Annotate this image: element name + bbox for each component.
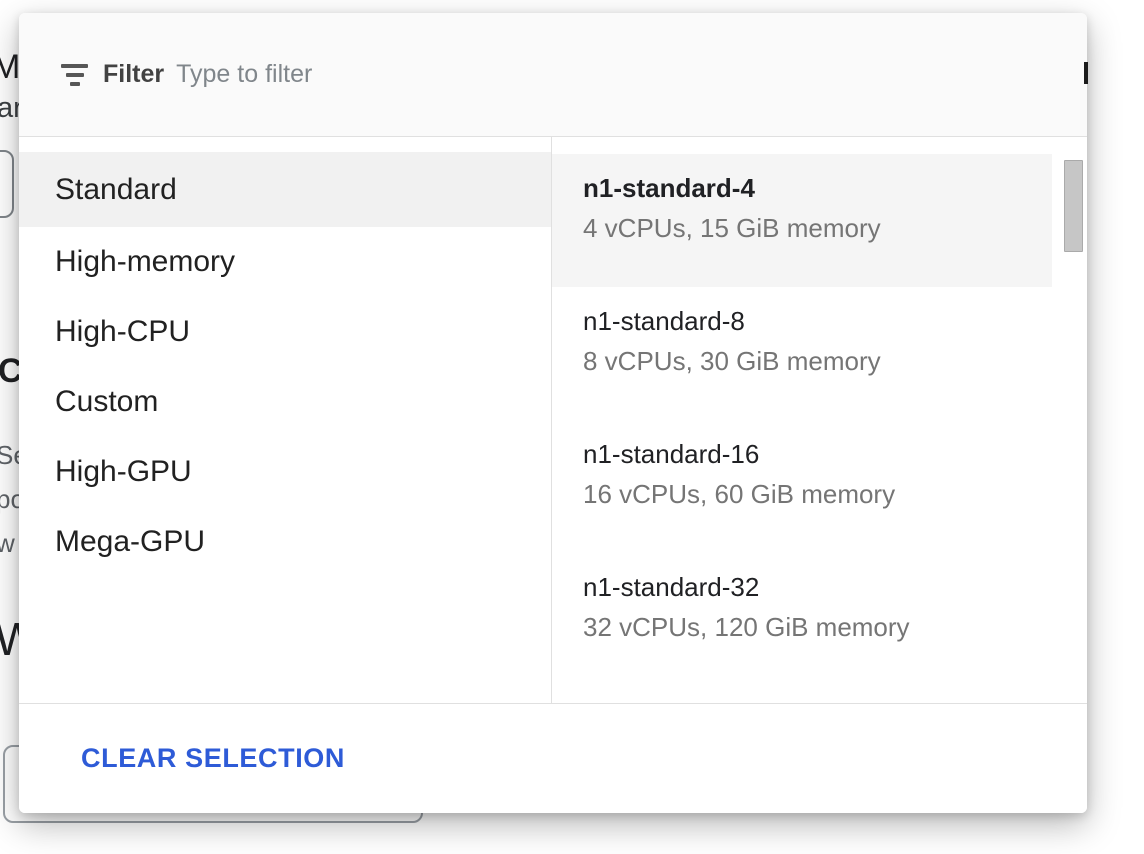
category-item-high-cpu[interactable]: High-CPU xyxy=(55,315,191,348)
machine-type-name: n1-standard-16 xyxy=(583,439,760,469)
background-caret xyxy=(1084,62,1088,84)
machine-type-item-n1-standard-4[interactable]: n1-standard-4 4 vCPUs, 15 GiB memory xyxy=(552,154,1052,287)
machine-type-item-n1-standard-32[interactable]: n1-standard-32 32 vCPUs, 120 GiB memory xyxy=(552,553,1052,686)
machine-type-name: n1-standard-4 xyxy=(583,173,755,203)
filter-input[interactable] xyxy=(176,60,777,89)
category-item-high-memory[interactable]: High-memory xyxy=(55,245,236,278)
filter-list-icon xyxy=(61,63,88,86)
category-item-custom[interactable]: Custom xyxy=(55,385,159,418)
machine-type-description: 32 vCPUs, 120 GiB memory xyxy=(583,612,910,642)
category-item-mega-gpu[interactable]: Mega-GPU xyxy=(55,525,206,558)
category-item-standard[interactable]: Standard xyxy=(19,152,551,227)
background-text-fragment: ar xyxy=(0,92,23,124)
background-text-fragment: w xyxy=(0,528,15,558)
filter-label: Filter xyxy=(103,60,165,88)
machine-type-description: 8 vCPUs, 30 GiB memory xyxy=(583,346,881,376)
dialog-body: Standard High-memory High-CPU Custom Hig… xyxy=(19,137,1087,703)
background-field-edge xyxy=(0,150,14,218)
machine-type-name: n1-standard-32 xyxy=(583,572,760,602)
machine-type-list: n1-standard-4 4 vCPUs, 15 GiB memory n1-… xyxy=(552,137,1087,703)
filter-bar: Filter xyxy=(19,13,1087,137)
background-text-fragment: C xyxy=(0,352,23,390)
category-item-high-gpu[interactable]: High-GPU xyxy=(55,455,192,488)
machine-type-name: n1-standard-8 xyxy=(583,306,745,336)
machine-type-description: 4 vCPUs, 15 GiB memory xyxy=(583,213,881,243)
machine-type-picker-dialog: Filter Standard High-memory High-CPU Cus… xyxy=(19,13,1087,813)
background-text-fragment: M xyxy=(0,48,21,86)
dialog-footer: CLEAR SELECTION xyxy=(19,703,1087,813)
machine-type-description: 16 vCPUs, 60 GiB memory xyxy=(583,479,896,509)
scrollbar-thumb[interactable] xyxy=(1064,160,1083,252)
machine-type-item-n1-standard-8[interactable]: n1-standard-8 8 vCPUs, 30 GiB memory xyxy=(552,287,1052,420)
clear-selection-button[interactable]: CLEAR SELECTION xyxy=(75,733,351,784)
machine-type-item-n1-standard-16[interactable]: n1-standard-16 16 vCPUs, 60 GiB memory xyxy=(552,420,1052,553)
category-list: Standard High-memory High-CPU Custom Hig… xyxy=(19,137,552,703)
